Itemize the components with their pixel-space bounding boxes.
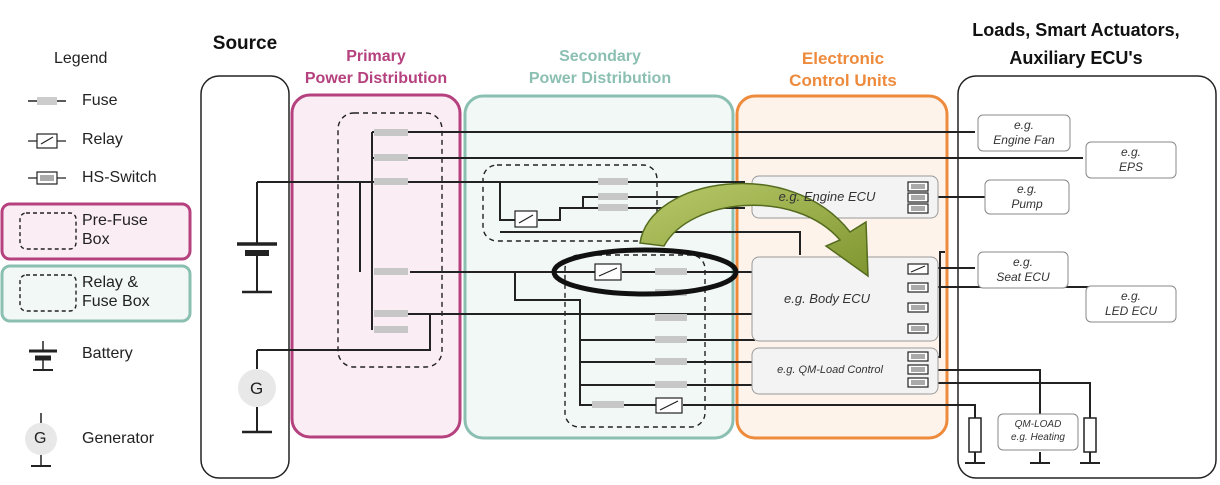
fuse [374, 268, 408, 275]
legend-battery-label: Battery [82, 345, 133, 362]
engine-fan-label: e.g. Engine Fan [993, 118, 1055, 147]
fuse [598, 204, 628, 211]
qm-load-label: QM-LOAD e.g. Heating [1011, 419, 1065, 443]
qm-ecu-box [751, 347, 939, 395]
relay-lower [594, 263, 622, 281]
primary-fuses [374, 129, 408, 333]
legend-battery-symbol [29, 341, 57, 371]
seat-ecu-label: e.g. Seat ECU [996, 255, 1050, 284]
legend-relay-fuse-label: Relay & Fuse Box [82, 274, 150, 310]
relay-fuse-box-lower [564, 254, 706, 428]
source-title: Source [212, 33, 278, 54]
highlight-ellipse [551, 247, 739, 297]
fuse [598, 178, 628, 185]
hs-switch [907, 364, 929, 375]
fuse [374, 326, 408, 333]
primary-title: Primary Power Distribution [304, 48, 448, 87]
led-ecu-box [1085, 285, 1177, 323]
legend-title: Legend [54, 50, 108, 67]
led-ecu-label: e.g. LED ECU [1104, 289, 1157, 318]
fuse [655, 314, 687, 321]
legend-hs-switch-symbol [28, 171, 66, 185]
source-battery-icon [237, 182, 277, 294]
relay-fuse-box-upper [482, 164, 658, 242]
fuse [374, 154, 408, 161]
engine-ecu-label: e.g. Engine ECU [778, 189, 876, 204]
fuse [655, 336, 687, 343]
legend-generator-symbol [25, 413, 57, 467]
secondary-title: Secondary Power Distribution [528, 48, 672, 87]
legend-hs-switch-label: HS-Switch [82, 169, 157, 186]
fuse [374, 129, 408, 136]
qm-ecu-label: e.g. QM-Load Control [777, 364, 883, 376]
fuse [655, 268, 687, 275]
fuse [592, 401, 624, 408]
loads-title: Loads, Smart Actuators, Auxiliary ECU's [972, 20, 1180, 68]
legend-pre-fuse-inner [19, 212, 77, 250]
hs-switch [907, 351, 929, 362]
legend-relay-fuse-inner [19, 274, 77, 312]
legend-pre-fuse-label: Pre-Fuse Box [82, 212, 148, 248]
pump-box [984, 179, 1070, 215]
legend-fuse-label: Fuse [82, 92, 118, 109]
legend-relay-fuse-box [0, 264, 192, 323]
relay-ecu [907, 263, 929, 275]
legend-generator-letter: G [34, 430, 47, 447]
source-generator-letter: G [250, 379, 264, 398]
hs-switch [907, 377, 929, 388]
source-generator-icon [238, 350, 276, 434]
pump-label: e.g. Pump [1011, 182, 1043, 211]
qm-load-box [997, 413, 1079, 451]
hs-switch [907, 323, 929, 334]
fuse [374, 178, 408, 185]
primary-distribution-box [290, 93, 462, 439]
legend-relay-label: Relay [82, 131, 123, 148]
pre-fuse-box [337, 112, 443, 368]
hs-switch [907, 181, 929, 192]
fuse [374, 310, 408, 317]
seat-ecu-box [977, 251, 1069, 289]
relay-upper [514, 210, 538, 228]
migration-arrow [639, 182, 869, 278]
hs-switch [907, 282, 929, 293]
hs-switches [907, 181, 929, 388]
legend-relay-symbol [28, 133, 66, 149]
fuse [655, 358, 687, 365]
hs-switch [907, 302, 929, 313]
relay-bottom [655, 397, 683, 414]
eps-box [1085, 141, 1177, 179]
legend-fuse-symbol [28, 97, 66, 105]
fuse [655, 381, 687, 388]
source-box [200, 75, 290, 479]
fuse [598, 193, 628, 200]
ecu-title: Electronic Control Units [789, 49, 897, 90]
load-resistors [968, 417, 1097, 453]
hs-switch [907, 192, 929, 203]
legend-pre-fuse-box [0, 202, 192, 261]
body-ecu-label: e.g. Body ECU [784, 291, 870, 306]
engine-fan-box [977, 114, 1071, 152]
hs-switch [907, 203, 929, 214]
legend-generator-label: Generator [82, 430, 155, 447]
eps-label: e.g. EPS [1118, 145, 1143, 174]
secondary-upper-fuses [598, 178, 628, 211]
